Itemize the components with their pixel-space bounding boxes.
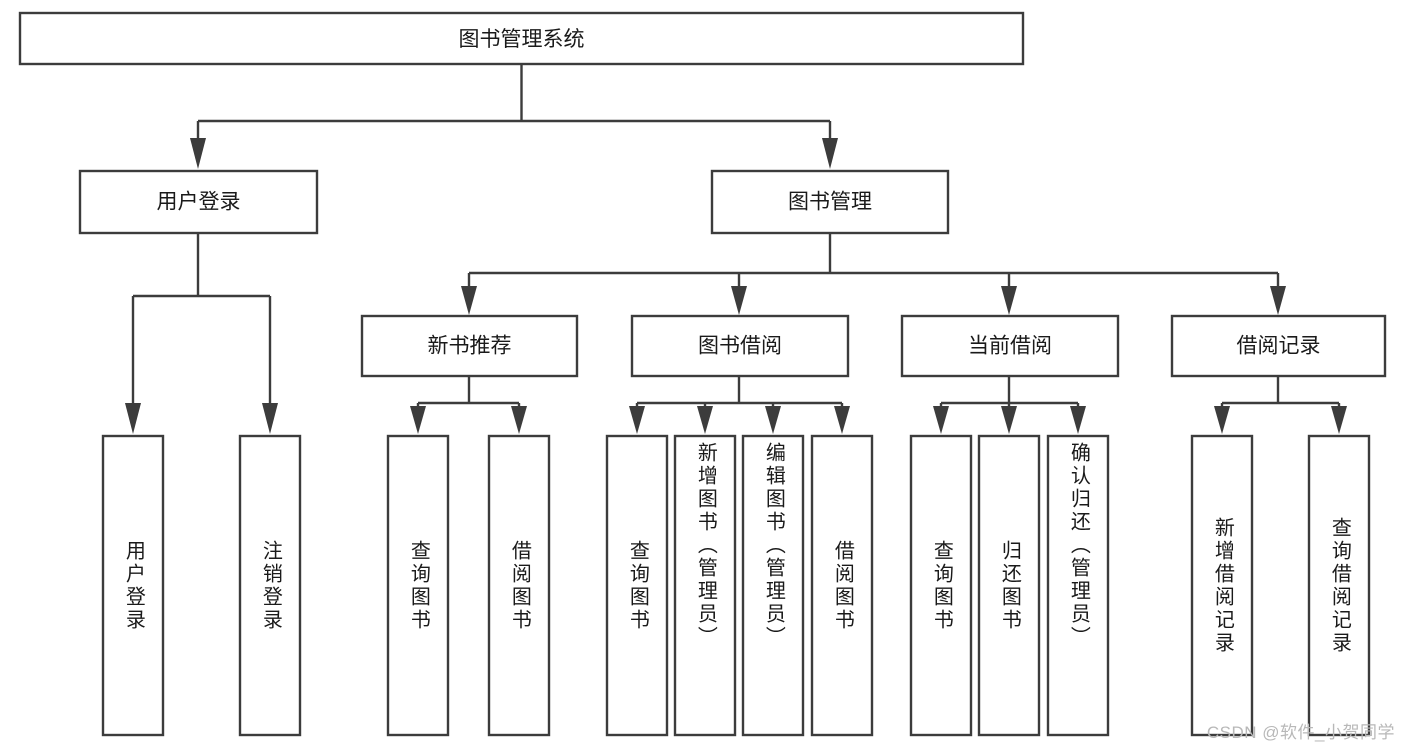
leaf-box-user-login-1[interactable] bbox=[101, 434, 165, 737]
arrowhead-bookborrow-leaf-2 bbox=[697, 406, 713, 434]
node-borrow-record-label: 借阅记录 bbox=[1237, 335, 1321, 358]
arrowhead-newbook-leaf-1 bbox=[410, 406, 426, 434]
leaf-box-currentborrow-3[interactable] bbox=[1046, 434, 1110, 737]
node-root-label: 图书管理系统 bbox=[459, 28, 585, 51]
arrowhead-borrowrecord-leaf-1 bbox=[1214, 406, 1230, 434]
leaf-box-currentborrow-1[interactable] bbox=[909, 434, 973, 737]
node-new-book-recommend-label: 新书推荐 bbox=[428, 335, 512, 358]
arrowhead-bookborrow-leaf-3 bbox=[765, 406, 781, 434]
node-user-login[interactable]: 用户登录 bbox=[78, 169, 319, 235]
arrowhead-currentborrow-leaf-1 bbox=[933, 406, 949, 434]
leaf-box-currentborrow-2[interactable] bbox=[977, 434, 1041, 737]
node-current-borrow-label: 当前借阅 bbox=[968, 335, 1052, 358]
arrowhead-newbook-leaf-2 bbox=[511, 406, 527, 434]
leaf-box-bookborrow-2[interactable] bbox=[673, 434, 737, 737]
node-book-borrow-label: 图书借阅 bbox=[698, 335, 782, 358]
arrowhead-borrowrecord-leaf-2 bbox=[1331, 406, 1347, 434]
arrowhead-bookborrow-leaf-4 bbox=[834, 406, 850, 434]
leaf-box-borrowrecord-2[interactable] bbox=[1307, 434, 1371, 737]
node-book-manage-box[interactable] bbox=[710, 169, 950, 235]
node-new-book-recommend-box[interactable] bbox=[360, 314, 579, 378]
leaf-box-layer bbox=[101, 434, 1371, 737]
arrowhead-currentborrow-leaf-2 bbox=[1001, 406, 1017, 434]
leaf-box-borrowrecord-1[interactable] bbox=[1190, 434, 1254, 737]
arrowhead-level3-2 bbox=[731, 286, 747, 315]
leaf-box-bookborrow-1[interactable] bbox=[605, 434, 669, 737]
connector-layer bbox=[125, 64, 1347, 434]
node-book-manage-label: 图书管理 bbox=[788, 191, 872, 214]
node-root[interactable]: 图书管理系统 bbox=[18, 11, 1025, 66]
node-borrow-record[interactable]: 借阅记录 bbox=[1170, 314, 1387, 378]
arrowhead-level3-3 bbox=[1001, 286, 1017, 315]
leaf-box-bookborrow-4[interactable] bbox=[810, 434, 874, 737]
arrowhead-leaf-user-login-1 bbox=[125, 403, 141, 434]
node-user-login-box[interactable] bbox=[78, 169, 319, 235]
node-user-login-label: 用户登录 bbox=[157, 191, 241, 214]
node-borrow-record-box[interactable] bbox=[1170, 314, 1387, 378]
arrowhead-book-manage bbox=[822, 138, 838, 169]
arrowhead-leaf-user-login-2 bbox=[262, 403, 278, 434]
arrowhead-currentborrow-leaf-3 bbox=[1070, 406, 1086, 434]
node-new-book-recommend[interactable]: 新书推荐 bbox=[360, 314, 579, 378]
node-book-borrow-box[interactable] bbox=[630, 314, 850, 378]
leaf-box-user-login-2[interactable] bbox=[238, 434, 302, 737]
arrowhead-level3-1 bbox=[461, 286, 477, 315]
arrowhead-user-login bbox=[190, 138, 206, 169]
node-book-manage[interactable]: 图书管理 bbox=[710, 169, 950, 235]
node-root-box[interactable] bbox=[18, 11, 1025, 66]
arrowhead-level3-4 bbox=[1270, 286, 1286, 315]
leaf-box-newbook-1[interactable] bbox=[386, 434, 450, 737]
leaf-box-newbook-2[interactable] bbox=[487, 434, 551, 737]
node-book-borrow[interactable]: 图书借阅 bbox=[630, 314, 850, 378]
node-current-borrow[interactable]: 当前借阅 bbox=[900, 314, 1120, 378]
arrowhead-bookborrow-leaf-1 bbox=[629, 406, 645, 434]
leaf-box-bookborrow-3[interactable] bbox=[741, 434, 805, 737]
node-current-borrow-box[interactable] bbox=[900, 314, 1120, 378]
